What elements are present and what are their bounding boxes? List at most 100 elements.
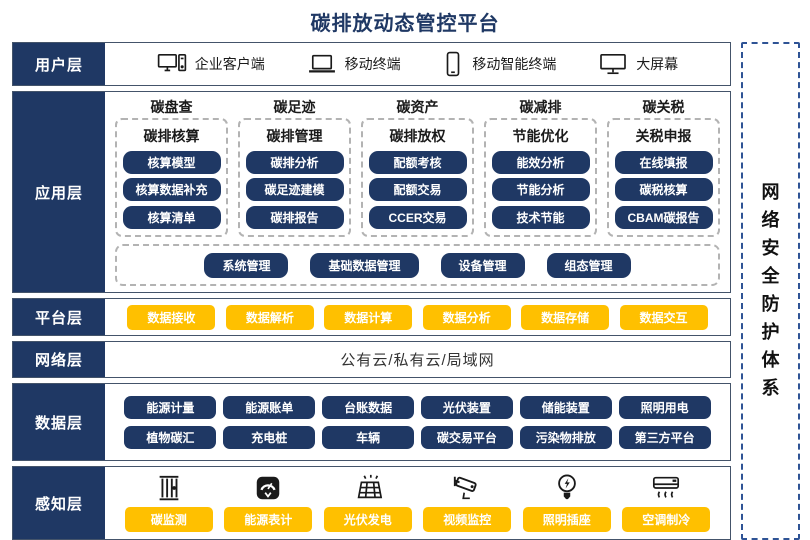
platform-chip: 数据存储 xyxy=(521,304,610,330)
perception-item-ac: 空调制冷 xyxy=(617,471,717,532)
app-module-chip: 核算清单 xyxy=(122,205,221,229)
perception-label-chip: 视频监控 xyxy=(423,507,512,532)
perception-layer-label: 感知层 xyxy=(13,467,105,539)
security-sidebar: 网络安全防护体系 xyxy=(741,42,800,540)
data-layer-label: 数据层 xyxy=(13,384,105,460)
app-column-subheader: 节能优化 xyxy=(512,128,569,145)
data-source-chip: 车辆 xyxy=(322,425,415,449)
app-module-chip: 碳排报告 xyxy=(245,205,344,229)
app-module-chip: 配额考核 xyxy=(368,150,467,174)
app-module-chip: 碳足迹建模 xyxy=(245,178,344,202)
app-module-chip: CBAM碳报告 xyxy=(614,205,713,229)
light-bulb-icon xyxy=(554,471,580,505)
app-column-subheader: 碳排放权 xyxy=(389,128,446,145)
app-common-chip: 组态管理 xyxy=(546,252,631,278)
network-layer-label: 网络层 xyxy=(13,342,105,377)
user-layer-content: 企业客户端 移动终端 xyxy=(105,43,730,85)
platform-layer-content: 数据接收 数据解析 数据计算 数据分析 数据存储 数据交互 xyxy=(105,299,730,335)
network-cloud-text: 公有云/私有云/局域网 xyxy=(340,352,495,369)
platform-layer-label: 平台层 xyxy=(13,299,105,335)
user-item-label: 移动智能终端 xyxy=(472,56,557,72)
app-column-carbon-asset: 碳资产 碳排放权 配额考核 配额交易 CCER交易 xyxy=(361,97,474,237)
perception-layer-content: 碳监测 能源表计 xyxy=(105,467,730,539)
diagram-content: 用户层 企业客户端 xyxy=(0,36,810,540)
perception-item-lighting: 照明插座 xyxy=(517,471,617,532)
user-item-label: 移动终端 xyxy=(344,56,401,72)
app-common-chip: 基础数据管理 xyxy=(310,252,419,278)
data-source-chip: 能源计量 xyxy=(124,395,217,419)
app-module-chip: 配额交易 xyxy=(368,178,467,202)
app-column-box: 节能优化 能效分析 节能分析 技术节能 xyxy=(484,118,597,237)
perception-layer: 感知层 碳监测 xyxy=(12,466,731,540)
perception-label-chip: 光伏发电 xyxy=(323,507,412,532)
data-source-chip: 第三方平台 xyxy=(618,425,711,449)
app-column-box: 碳排管理 碳排分析 碳足迹建模 碳排报告 xyxy=(238,118,351,237)
app-column-header: 碳资产 xyxy=(396,99,439,115)
cctv-camera-icon xyxy=(451,471,483,505)
perception-label-chip: 空调制冷 xyxy=(622,507,711,532)
perception-item-energy-meter: 能源表计 xyxy=(219,471,319,532)
user-item-label: 企业客户端 xyxy=(194,56,265,72)
platform-chip: 数据接收 xyxy=(127,304,216,330)
app-module-chip: 在线填报 xyxy=(614,150,713,174)
data-layer-content: 能源计量 能源账单 台账数据 光伏装置 储能装置 照明用电 植物碳汇 充电桩 车… xyxy=(105,384,730,460)
app-common-chip: 设备管理 xyxy=(440,252,525,278)
data-source-chip: 台账数据 xyxy=(322,395,415,419)
user-item-smart-mobile: 移动智能终端 xyxy=(442,51,556,77)
data-layer: 数据层 能源计量 能源账单 台账数据 光伏装置 储能装置 照明用电 植物碳汇 充… xyxy=(12,383,731,461)
perception-label-chip: 能源表计 xyxy=(224,507,313,532)
app-column-box: 关税申报 在线填报 碳税核算 CBAM碳报告 xyxy=(607,118,720,237)
data-source-chip: 能源账单 xyxy=(223,395,316,419)
energy-meter-icon xyxy=(253,471,283,505)
app-columns: 碳盘查 碳排核算 核算模型 核算数据补充 核算清单 碳足迹 碳排管理 xyxy=(115,97,720,237)
platform-chip: 数据交互 xyxy=(619,304,708,330)
app-module-chip: CCER交易 xyxy=(368,205,467,229)
perception-label-chip: 照明插座 xyxy=(522,507,611,532)
app-column-subheader: 关税申报 xyxy=(635,128,692,145)
data-source-chip: 碳交易平台 xyxy=(420,425,513,449)
app-column-header: 碳关税 xyxy=(642,99,685,115)
app-module-chip: 节能分析 xyxy=(491,178,590,202)
platform-chip: 数据分析 xyxy=(422,304,511,330)
app-column-header: 碳盘查 xyxy=(150,99,193,115)
data-source-chip: 光伏装置 xyxy=(420,395,513,419)
data-source-chip: 植物碳汇 xyxy=(124,425,217,449)
desktop-pc-icon xyxy=(157,52,187,76)
app-module-chip: 核算数据补充 xyxy=(122,178,221,202)
laptop-icon xyxy=(307,52,337,76)
perception-item-carbon-monitor: 碳监测 xyxy=(119,471,219,532)
app-column-header: 碳足迹 xyxy=(273,99,316,115)
user-layer: 用户层 企业客户端 xyxy=(12,42,731,86)
app-layer-label: 应用层 xyxy=(13,92,105,292)
app-column-header: 碳减排 xyxy=(519,99,562,115)
perception-item-solar: 光伏发电 xyxy=(318,471,418,532)
app-module-chip: 碳排分析 xyxy=(245,150,344,174)
user-item-enterprise-client: 企业客户端 xyxy=(157,52,265,76)
big-screen-icon xyxy=(598,52,628,76)
platform-chip: 数据计算 xyxy=(324,304,413,330)
network-layer-content: 公有云/私有云/局域网 xyxy=(105,342,730,377)
user-item-big-screen: 大屏幕 xyxy=(598,52,678,76)
solar-panel-icon xyxy=(352,471,384,505)
app-column-carbon-tariff: 碳关税 关税申报 在线填报 碳税核算 CBAM碳报告 xyxy=(607,97,720,237)
user-layer-label: 用户层 xyxy=(13,43,105,85)
platform-chip: 数据解析 xyxy=(225,304,314,330)
app-column-box: 碳排放权 配额考核 配额交易 CCER交易 xyxy=(361,118,474,237)
smartphone-icon xyxy=(442,51,464,77)
app-column-carbon-inventory: 碳盘查 碳排核算 核算模型 核算数据补充 核算清单 xyxy=(115,97,228,237)
app-column-box: 碳排核算 核算模型 核算数据补充 核算清单 xyxy=(115,118,228,237)
security-sidebar-label: 网络安全防护体系 xyxy=(761,182,780,398)
perception-item-cctv: 视频监控 xyxy=(418,471,518,532)
data-source-chip: 充电桩 xyxy=(223,425,316,449)
app-module-chip: 能效分析 xyxy=(491,150,590,174)
platform-layer: 平台层 数据接收 数据解析 数据计算 数据分析 数据存储 数据交互 xyxy=(12,298,731,336)
app-module-chip: 技术节能 xyxy=(491,205,590,229)
app-layer-content: 碳盘查 碳排核算 核算模型 核算数据补充 核算清单 碳足迹 碳排管理 xyxy=(105,92,730,292)
app-layer: 应用层 碳盘查 碳排核算 核算模型 核算数据补充 核算清单 xyxy=(12,91,731,293)
app-common-chip: 系统管理 xyxy=(204,252,289,278)
data-source-chip: 污染物排放 xyxy=(519,425,612,449)
app-module-chip: 核算模型 xyxy=(122,150,221,174)
network-layer: 网络层 公有云/私有云/局域网 xyxy=(12,341,731,378)
data-source-chip: 照明用电 xyxy=(618,395,711,419)
